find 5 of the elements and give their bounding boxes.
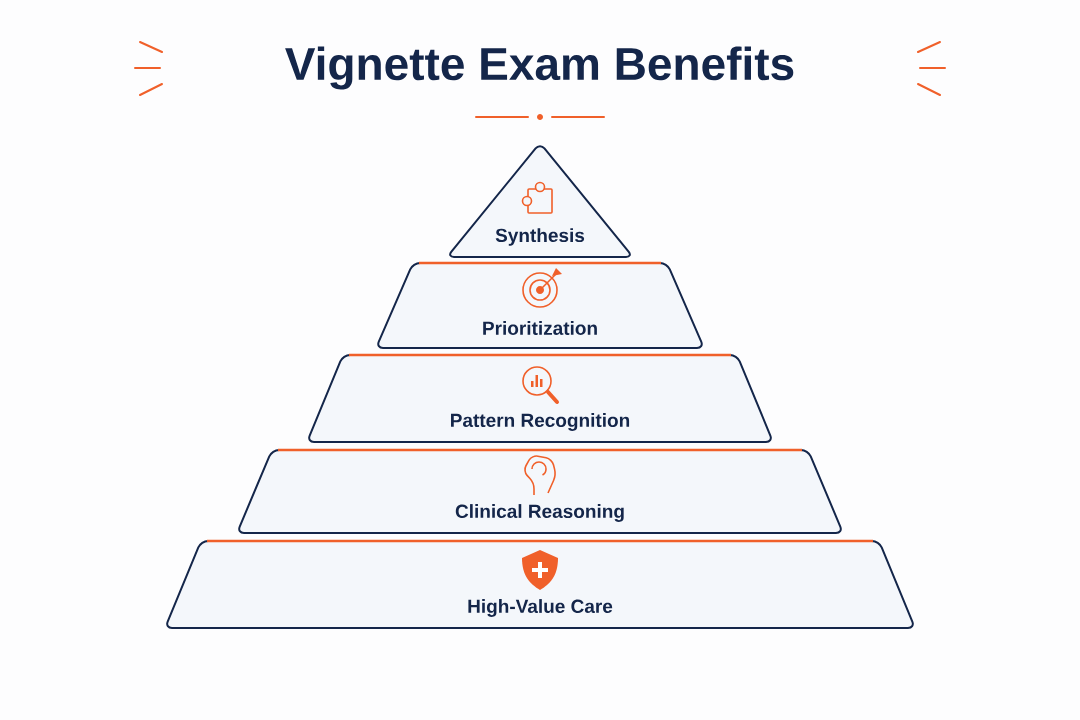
- pyramid-tier: Synthesis: [449, 145, 631, 258]
- diagram-title: Vignette Exam Benefits: [285, 46, 794, 90]
- pyramid-tier: High-Value Care: [166, 539, 914, 629]
- pyramid-tier: Pattern Recognition: [308, 353, 772, 443]
- pyramid-tier: Clinical Reasoning: [238, 448, 842, 534]
